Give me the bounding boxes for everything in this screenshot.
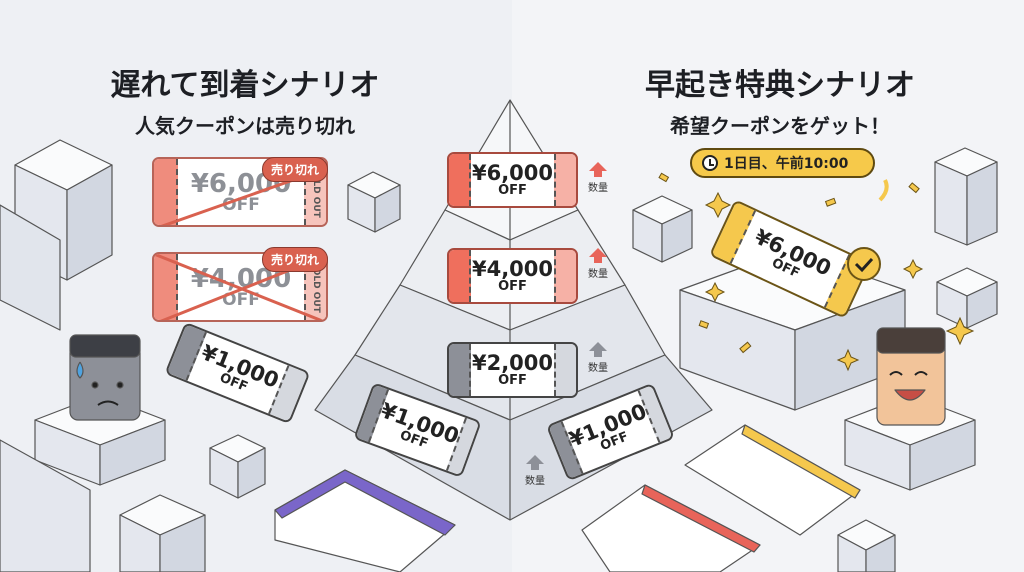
cube (837, 519, 896, 572)
cube (347, 171, 401, 233)
clock-icon (702, 155, 718, 171)
coupon-off: OFF (498, 183, 527, 198)
sad-face-avatar (69, 334, 141, 421)
coupon-amount: ¥2,000 (471, 351, 554, 375)
quantity-label: 数量 (588, 183, 608, 194)
happy-face-avatar (876, 327, 946, 426)
arrow-up-icon (589, 248, 607, 257)
sold-out-badge: 売り切れ (262, 247, 329, 272)
confetti (658, 172, 975, 372)
cube (632, 195, 693, 263)
sold-out-badge: 売り切れ (262, 157, 329, 182)
cube (936, 267, 998, 329)
arrow-up-icon (589, 162, 607, 171)
left-scenario-heading: 遅れて到着シナリオ 人気クーポンは売り切れ (90, 60, 400, 139)
quantity-up-indicator: 数量 (585, 342, 611, 374)
quantity-up-indicator: 数量 (522, 455, 548, 487)
coupon-off: OFF (222, 289, 260, 310)
quantity-label: 数量 (588, 269, 608, 280)
left-title: 遅れて到着シナリオ (110, 68, 380, 103)
time-badge: 1日目、午前10:00 (690, 148, 875, 178)
right-scenario-heading: 早起き特典シナリオ 希望クーポンをゲット！ (625, 60, 935, 139)
coupon-off: OFF (498, 373, 527, 388)
quantity-label: 数量 (588, 363, 608, 374)
cube (934, 147, 998, 246)
left-subtitle: 人気クーポンは売り切れ (135, 114, 355, 138)
cube (119, 494, 206, 572)
quantity-up-indicator: 数量 (585, 248, 611, 280)
coupon-amount: ¥6,000 (471, 161, 554, 185)
check-icon (847, 247, 881, 281)
quantity-up-indicator: 数量 (585, 162, 611, 194)
card-red (581, 484, 761, 572)
cube (209, 434, 266, 499)
time-label: 1日目、午前10:00 (724, 156, 849, 172)
right-subtitle: 希望クーポンをゲット！ (670, 114, 890, 138)
arrow-up-icon (526, 455, 544, 464)
card-purple (274, 469, 456, 572)
card-yellow (684, 424, 861, 536)
right-title: 早起き特典シナリオ (645, 68, 915, 103)
coupon-amount: ¥4,000 (471, 257, 554, 281)
quantity-label: 数量 (525, 476, 545, 487)
arrow-up-icon (589, 342, 607, 351)
coupon-off: OFF (498, 279, 527, 294)
